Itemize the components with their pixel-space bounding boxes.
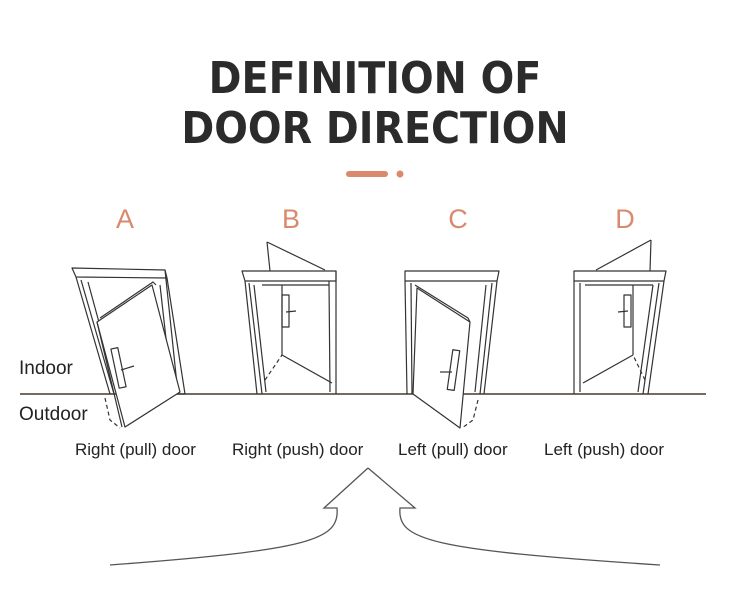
up-arrow-icon — [109, 467, 661, 566]
page-title-line2: DOOR DIRECTION — [181, 103, 569, 154]
door-c-label: Left (pull) door — [398, 440, 508, 459]
door-d-drawing — [573, 239, 667, 395]
door-a-letter: A — [115, 204, 134, 234]
door-c-drawing — [404, 270, 500, 429]
door-a-label: Right (pull) door — [75, 440, 196, 459]
indoor-label: Indoor — [19, 358, 73, 379]
door-d-letter: D — [615, 204, 635, 234]
door-a-drawing — [71, 267, 186, 429]
outdoor-label: Outdoor — [19, 404, 88, 425]
door-c-letter: C — [448, 204, 468, 234]
door-d-label: Left (push) door — [544, 440, 665, 459]
title-divider — [346, 170, 404, 178]
page-title-line1: DEFINITION OF — [208, 53, 542, 104]
door-b-label: Right (push) door — [232, 440, 364, 459]
door-b-letter: B — [281, 204, 300, 234]
door-b-drawing — [241, 241, 337, 395]
